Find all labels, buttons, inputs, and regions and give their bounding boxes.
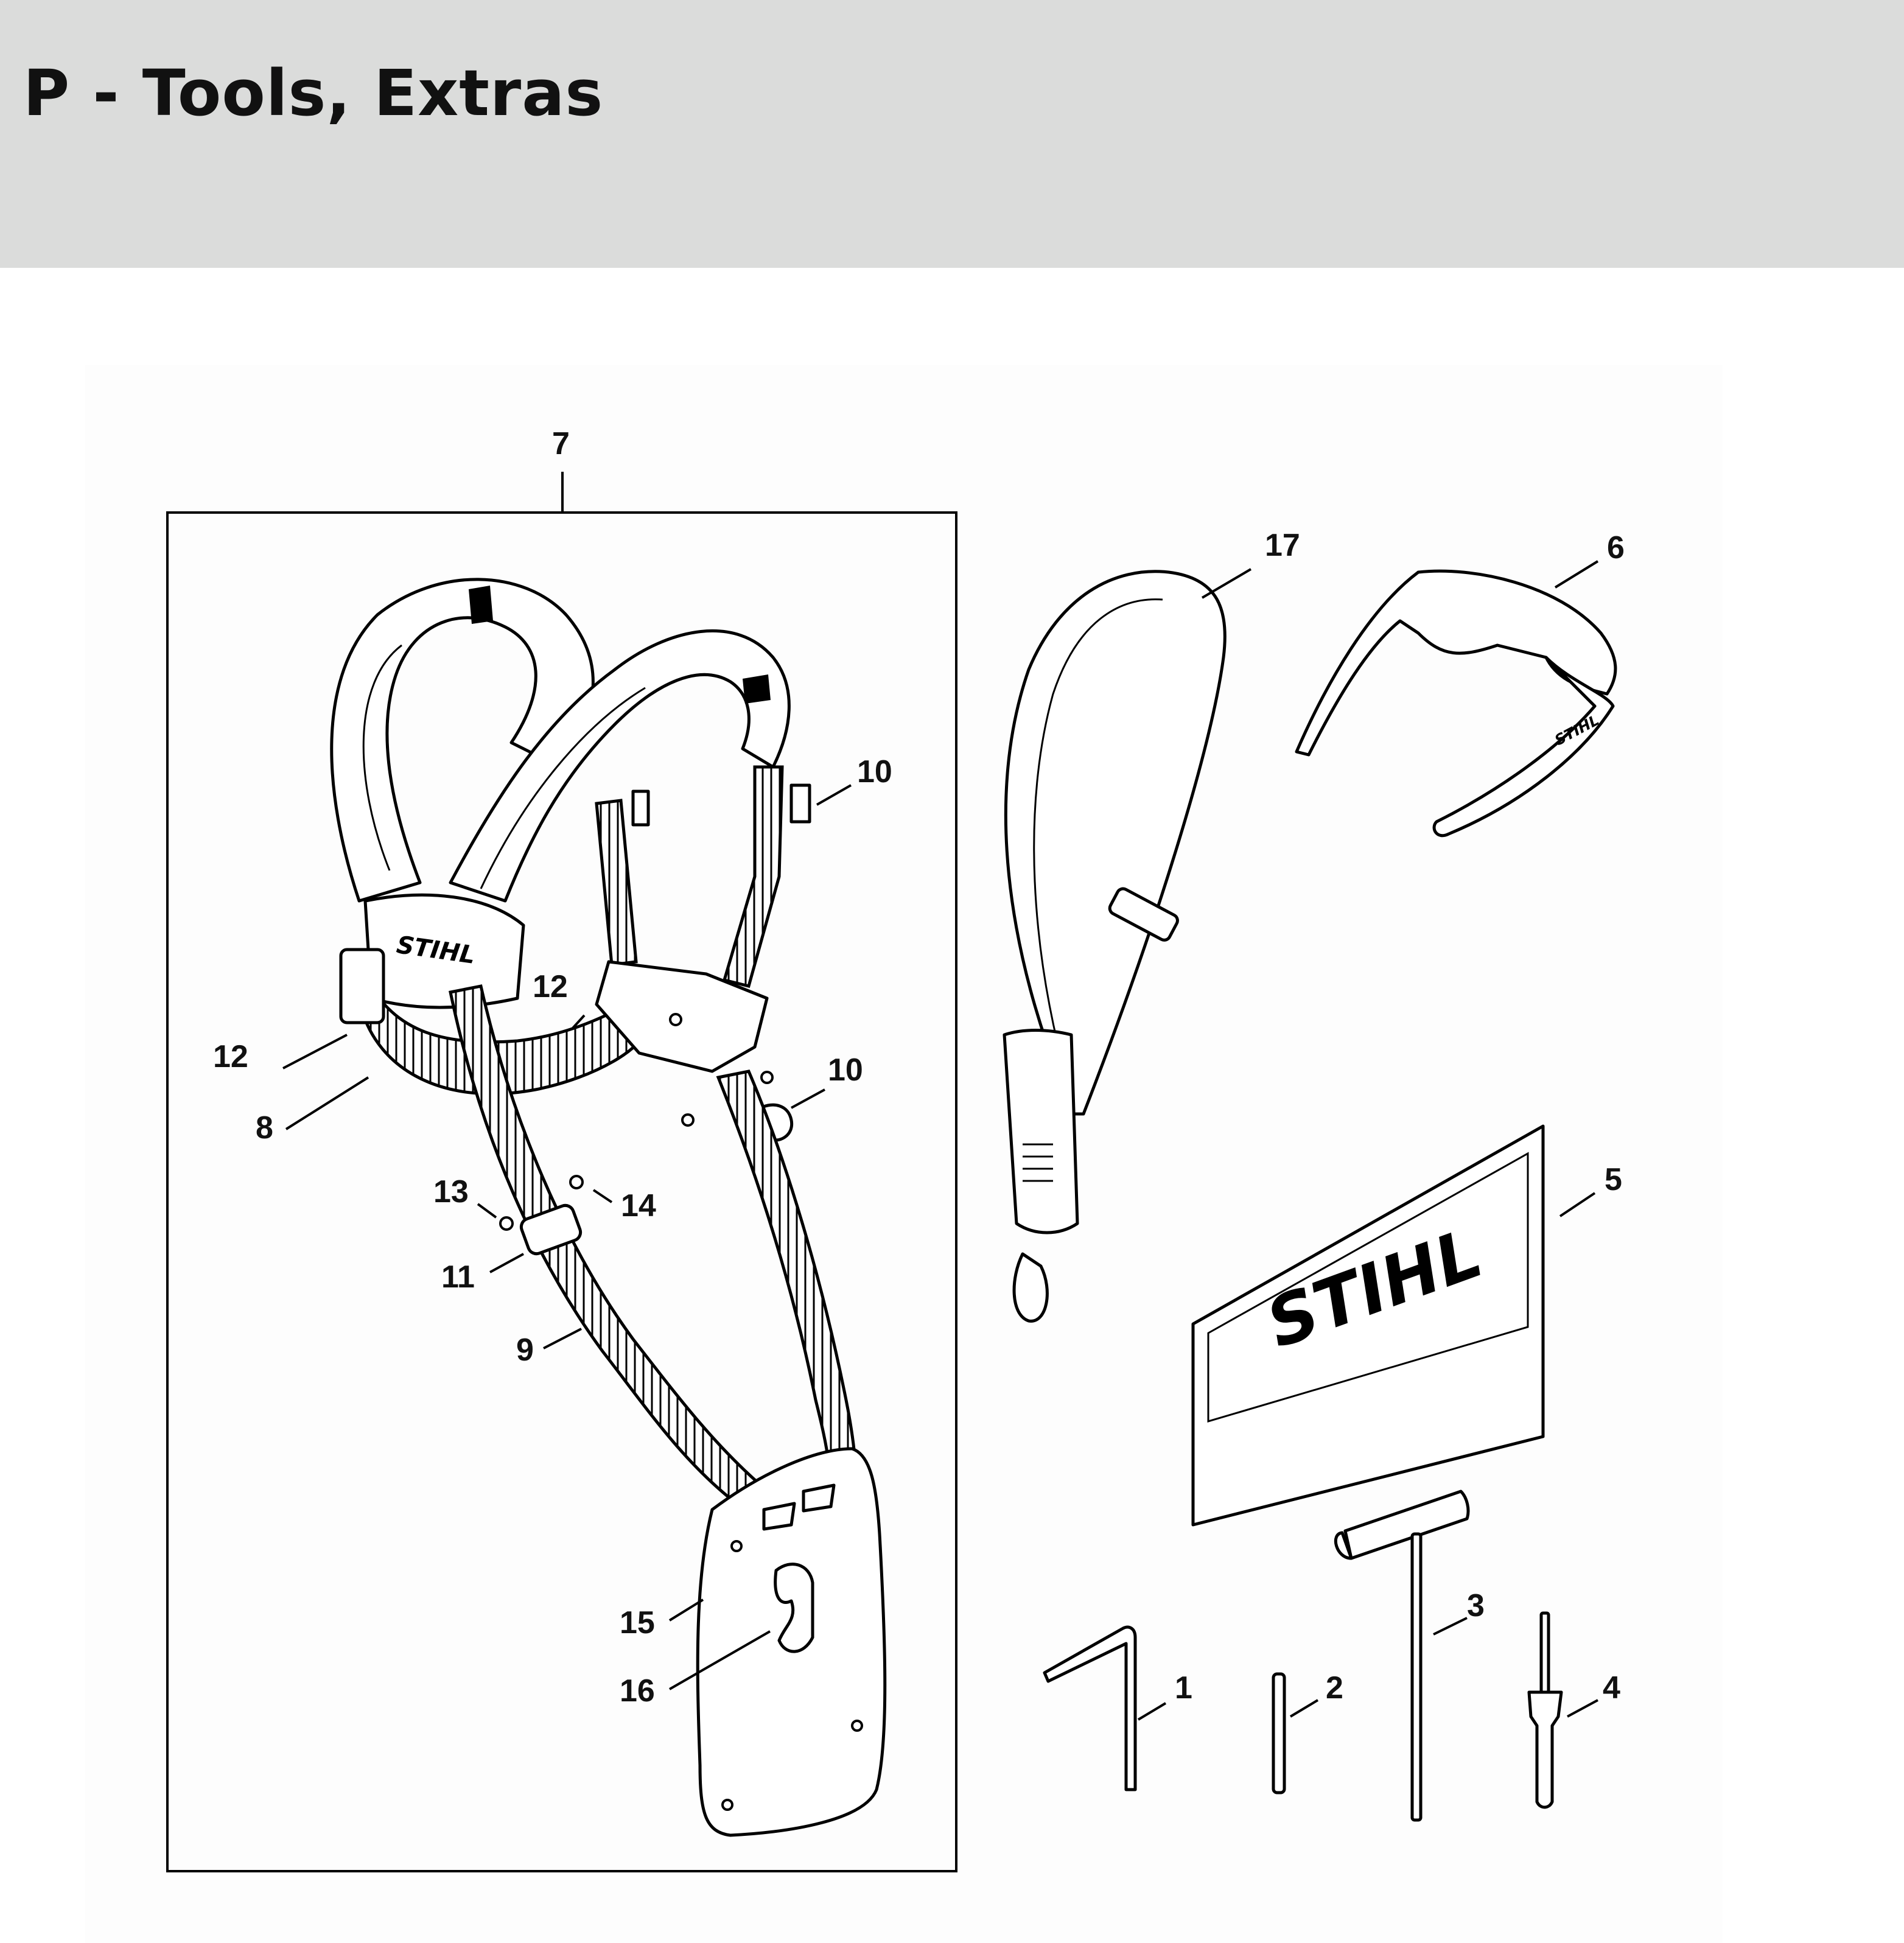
- callout-6: 6: [1607, 530, 1625, 565]
- callout-12: 12: [533, 969, 568, 1004]
- callout-10: 10: [857, 754, 892, 789]
- callout-10: 10: [828, 1052, 863, 1088]
- harness-hip-pad: [696, 1447, 887, 1837]
- spark-plug-wrench: [1334, 1490, 1470, 1822]
- callout-17: 17: [1265, 528, 1300, 563]
- callout-14: 14: [621, 1188, 656, 1224]
- callout-16: 16: [620, 1673, 655, 1709]
- harness-shoulder-pad-right: [449, 629, 791, 903]
- callout-2: 2: [1326, 1670, 1343, 1706]
- page-title: P - Tools, Extras: [23, 56, 604, 130]
- callout-15: 15: [620, 1605, 655, 1640]
- callout-9: 9: [516, 1332, 534, 1368]
- callout-11: 11: [441, 1259, 475, 1295]
- callout-8: 8: [256, 1110, 273, 1146]
- callout-13: 13: [433, 1174, 469, 1210]
- page-header: P - Tools, Extras: [0, 0, 1904, 268]
- callout-12: 12: [213, 1039, 248, 1074]
- harness-back-plate: STIHL: [363, 893, 525, 1009]
- callout-7: 7: [552, 426, 570, 461]
- screwdriver: [1527, 1611, 1563, 1809]
- pin-tool: [1272, 1672, 1286, 1794]
- harness-right-strap-assembly: [595, 765, 811, 1142]
- shoulder-strap: [1003, 570, 1227, 1323]
- callout-3: 3: [1467, 1588, 1485, 1623]
- tool-pouch: STIHL: [1191, 1124, 1545, 1527]
- callout-labels: 7 17 6 10 12 12 10 8 13 14 11 9 5 15 16 …: [213, 426, 1625, 1709]
- callout-leaders: [282, 560, 1599, 1721]
- callout-4: 4: [1603, 1670, 1620, 1706]
- harness-waist-belt: [339, 948, 647, 1096]
- callout-5: 5: [1605, 1162, 1622, 1197]
- hex-key-tool: [1043, 1625, 1137, 1791]
- harness-kit-frame: [166, 472, 957, 1872]
- callout-1: 1: [1175, 1670, 1192, 1706]
